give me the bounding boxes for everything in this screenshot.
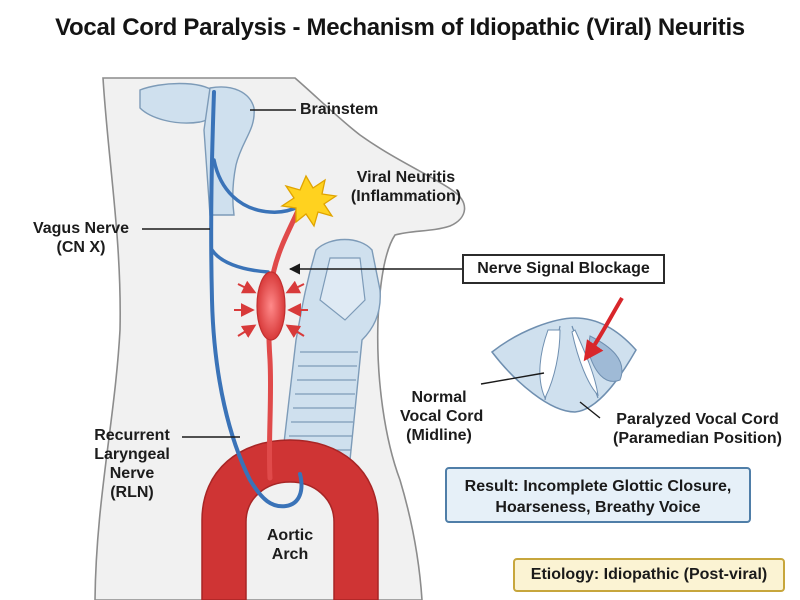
nerve-swelling: [256, 271, 286, 341]
page-title: Vocal Cord Paralysis - Mechanism of Idio…: [55, 14, 745, 41]
vagus-nerve: [209, 90, 304, 509]
label-rln-line2: Laryngeal: [94, 446, 170, 463]
label-viral-neuritis-line2: (Inflammation): [350, 188, 462, 205]
label-normal-vocal-cord-line1: Normal: [411, 389, 467, 406]
aortic-arch: [201, 439, 379, 600]
viral-starburst-icon: [280, 174, 338, 228]
label-paralyzed-vocal-cord: Paralyzed Vocal Cord (Paramedian Positio…: [600, 410, 795, 448]
label-viral-neuritis: Viral Neuritis (Inflammation): [340, 168, 472, 206]
label-vagus-nerve: Vagus Nerve (CN X): [20, 219, 142, 257]
head-neck-silhouette: [94, 77, 466, 600]
etiology-box: Etiology: Idiopathic (Post-viral): [513, 558, 785, 592]
result-box: Result: Incomplete Glottic Closure, Hoar…: [445, 467, 751, 523]
label-rln-line4: (RLN): [110, 484, 154, 501]
brainstem-shape: [139, 82, 255, 216]
label-paralyzed-vocal-cord-line2: (Paramedian Position): [613, 430, 782, 447]
label-rln-line3: Nerve: [109, 465, 155, 482]
leader-lines: [142, 109, 601, 438]
label-brainstem: Brainstem: [300, 101, 379, 118]
label-normal-vocal-cord-line3: (Midline): [406, 427, 472, 444]
label-recurrent-laryngeal-nerve: Recurrent Laryngeal Nerve (RLN): [78, 426, 186, 502]
label-normal-vocal-cord-line2: Vocal Cord: [400, 408, 484, 425]
label-rln-line1: Recurrent: [94, 427, 170, 444]
label-aortic-arch-line2: Arch: [271, 546, 309, 563]
result-line1: Result: Incomplete Glottic Closure,: [464, 478, 732, 495]
label-aortic-arch-line1: Aortic: [266, 527, 314, 544]
trachea: [281, 238, 381, 461]
paralysis-arrow: [583, 296, 624, 362]
label-vagus-nerve-line1: Vagus Nerve: [32, 220, 130, 237]
vagus-branch: [212, 158, 302, 214]
label-viral-neuritis-line1: Viral Neuritis: [356, 169, 456, 186]
vagus-branch-lower: [210, 248, 270, 274]
label-vagus-nerve-line2: (CN X): [56, 239, 106, 256]
label-paralyzed-vocal-cord-line1: Paralyzed Vocal Cord: [616, 411, 779, 428]
vocal-cord-illustration: [490, 317, 637, 413]
result-line2: Hoarseness, Breathy Voice: [495, 499, 701, 516]
nerve-signal-blockage-box: Nerve Signal Blockage: [462, 254, 665, 284]
label-normal-vocal-cord: Normal Vocal Cord (Midline): [400, 388, 484, 445]
label-aortic-arch: Aortic Arch: [248, 526, 332, 564]
inflammation-arrows: [234, 280, 308, 338]
